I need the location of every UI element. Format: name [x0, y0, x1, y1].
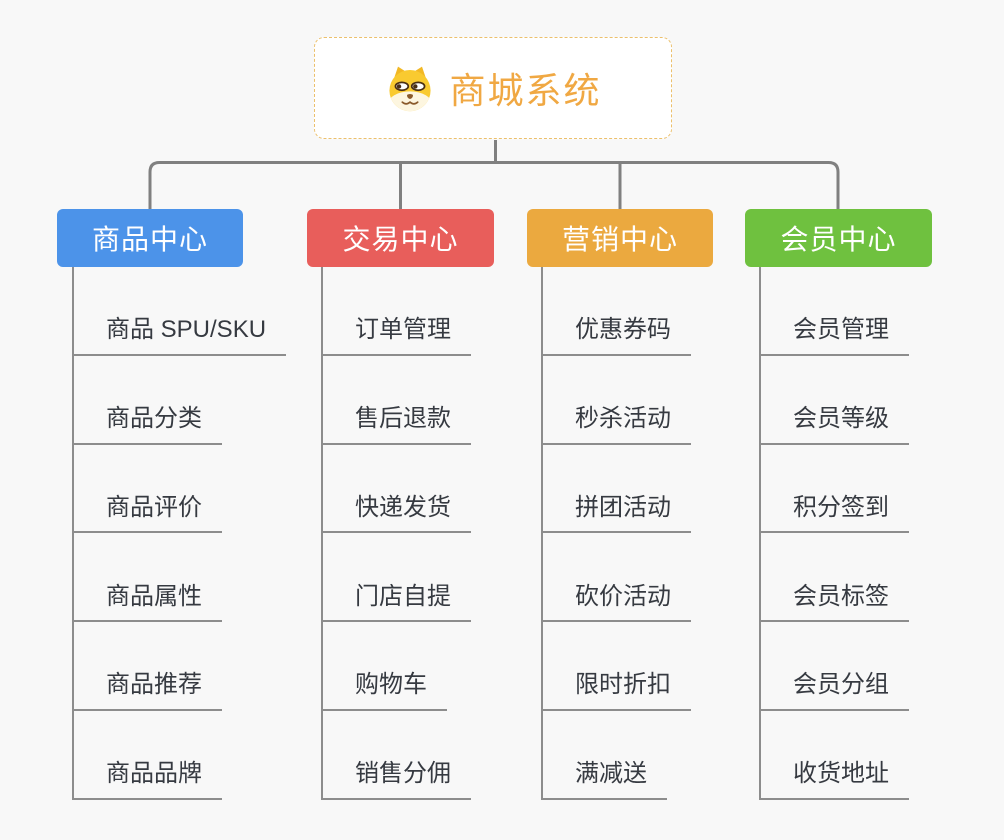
child-node[interactable]: 商品评价 [74, 494, 222, 534]
child-node-row: 优惠券码 [543, 267, 691, 356]
child-node[interactable]: 商品品牌 [74, 760, 222, 800]
child-node[interactable]: 订单管理 [323, 316, 471, 356]
child-node[interactable]: 商品分类 [74, 405, 222, 445]
child-node[interactable]: 快递发货 [323, 494, 471, 534]
child-node-row: 会员分组 [761, 622, 909, 712]
child-node-row: 砍价活动 [543, 533, 691, 623]
child-node-row: 满减送 [543, 711, 691, 800]
child-node-row: 售后退款 [323, 356, 471, 445]
branch-children-product-center: 商品 SPU/SKU 商品分类 商品评价 商品属性 商品推荐 商品品牌 [72, 267, 287, 800]
child-node-row: 销售分佣 [323, 711, 471, 800]
branch-node-marketing-center[interactable]: 营销中心 [527, 209, 713, 267]
child-node[interactable]: 门店自提 [323, 583, 471, 623]
child-node-row: 积分签到 [761, 445, 909, 534]
child-node[interactable]: 秒杀活动 [543, 405, 691, 445]
child-node[interactable]: 积分签到 [761, 494, 909, 534]
child-node[interactable]: 售后退款 [323, 405, 471, 445]
child-node-row: 门店自提 [323, 533, 471, 623]
child-node[interactable]: 优惠券码 [543, 316, 691, 356]
child-node-row: 会员等级 [761, 356, 909, 445]
child-node[interactable]: 商品推荐 [74, 671, 222, 712]
child-node-row: 会员管理 [761, 267, 909, 356]
child-node[interactable]: 购物车 [323, 671, 447, 712]
branch-label: 会员中心 [780, 224, 897, 255]
child-node[interactable]: 会员管理 [761, 316, 909, 356]
child-node[interactable]: 收货地址 [761, 760, 909, 800]
dog-face-icon [389, 66, 432, 112]
child-node-row: 商品评价 [74, 445, 286, 534]
child-node-row: 购物车 [323, 622, 471, 712]
branch-label: 商品中心 [91, 224, 208, 255]
root-node-title: 商城系统 [449, 70, 602, 111]
root-node[interactable]: 商城系统 [314, 37, 672, 139]
child-node[interactable]: 满减送 [543, 760, 667, 800]
child-node-row: 商品属性 [74, 533, 286, 623]
child-node[interactable]: 销售分佣 [323, 760, 471, 800]
child-node-row: 商品分类 [74, 356, 286, 445]
child-node-row: 订单管理 [323, 267, 471, 356]
branch-children-marketing-center: 优惠券码 秒杀活动 拼团活动 砍价活动 限时折扣 满减送 [541, 267, 691, 800]
child-node-row: 限时折扣 [543, 622, 691, 712]
child-node-row: 会员标签 [761, 533, 909, 623]
branch-node-product-center[interactable]: 商品中心 [57, 209, 243, 267]
branch-node-trade-center[interactable]: 交易中心 [307, 209, 494, 267]
branch-label: 交易中心 [342, 224, 459, 255]
child-node-row: 商品推荐 [74, 622, 286, 712]
child-node[interactable]: 会员分组 [761, 671, 909, 712]
child-node-row: 秒杀活动 [543, 356, 691, 445]
child-node-row: 商品 SPU/SKU [74, 267, 287, 356]
child-node[interactable]: 商品属性 [74, 583, 222, 623]
branch-label: 营销中心 [561, 224, 678, 255]
child-node-row: 收货地址 [761, 711, 909, 800]
child-node-row: 拼团活动 [543, 445, 691, 534]
child-node-row: 商品品牌 [74, 711, 286, 800]
child-node[interactable]: 拼团活动 [543, 494, 691, 534]
branch-children-member-center: 会员管理 会员等级 积分签到 会员标签 会员分组 收货地址 [759, 267, 909, 800]
child-node[interactable]: 会员等级 [761, 405, 909, 445]
child-node[interactable]: 会员标签 [761, 583, 909, 623]
child-node[interactable]: 商品 SPU/SKU [74, 316, 287, 356]
child-node-row: 快递发货 [323, 445, 471, 534]
branch-node-member-center[interactable]: 会员中心 [745, 209, 932, 267]
child-node[interactable]: 限时折扣 [543, 671, 691, 712]
child-node[interactable]: 砍价活动 [543, 583, 691, 623]
branch-children-trade-center: 订单管理 售后退款 快递发货 门店自提 购物车 销售分佣 [321, 267, 471, 800]
